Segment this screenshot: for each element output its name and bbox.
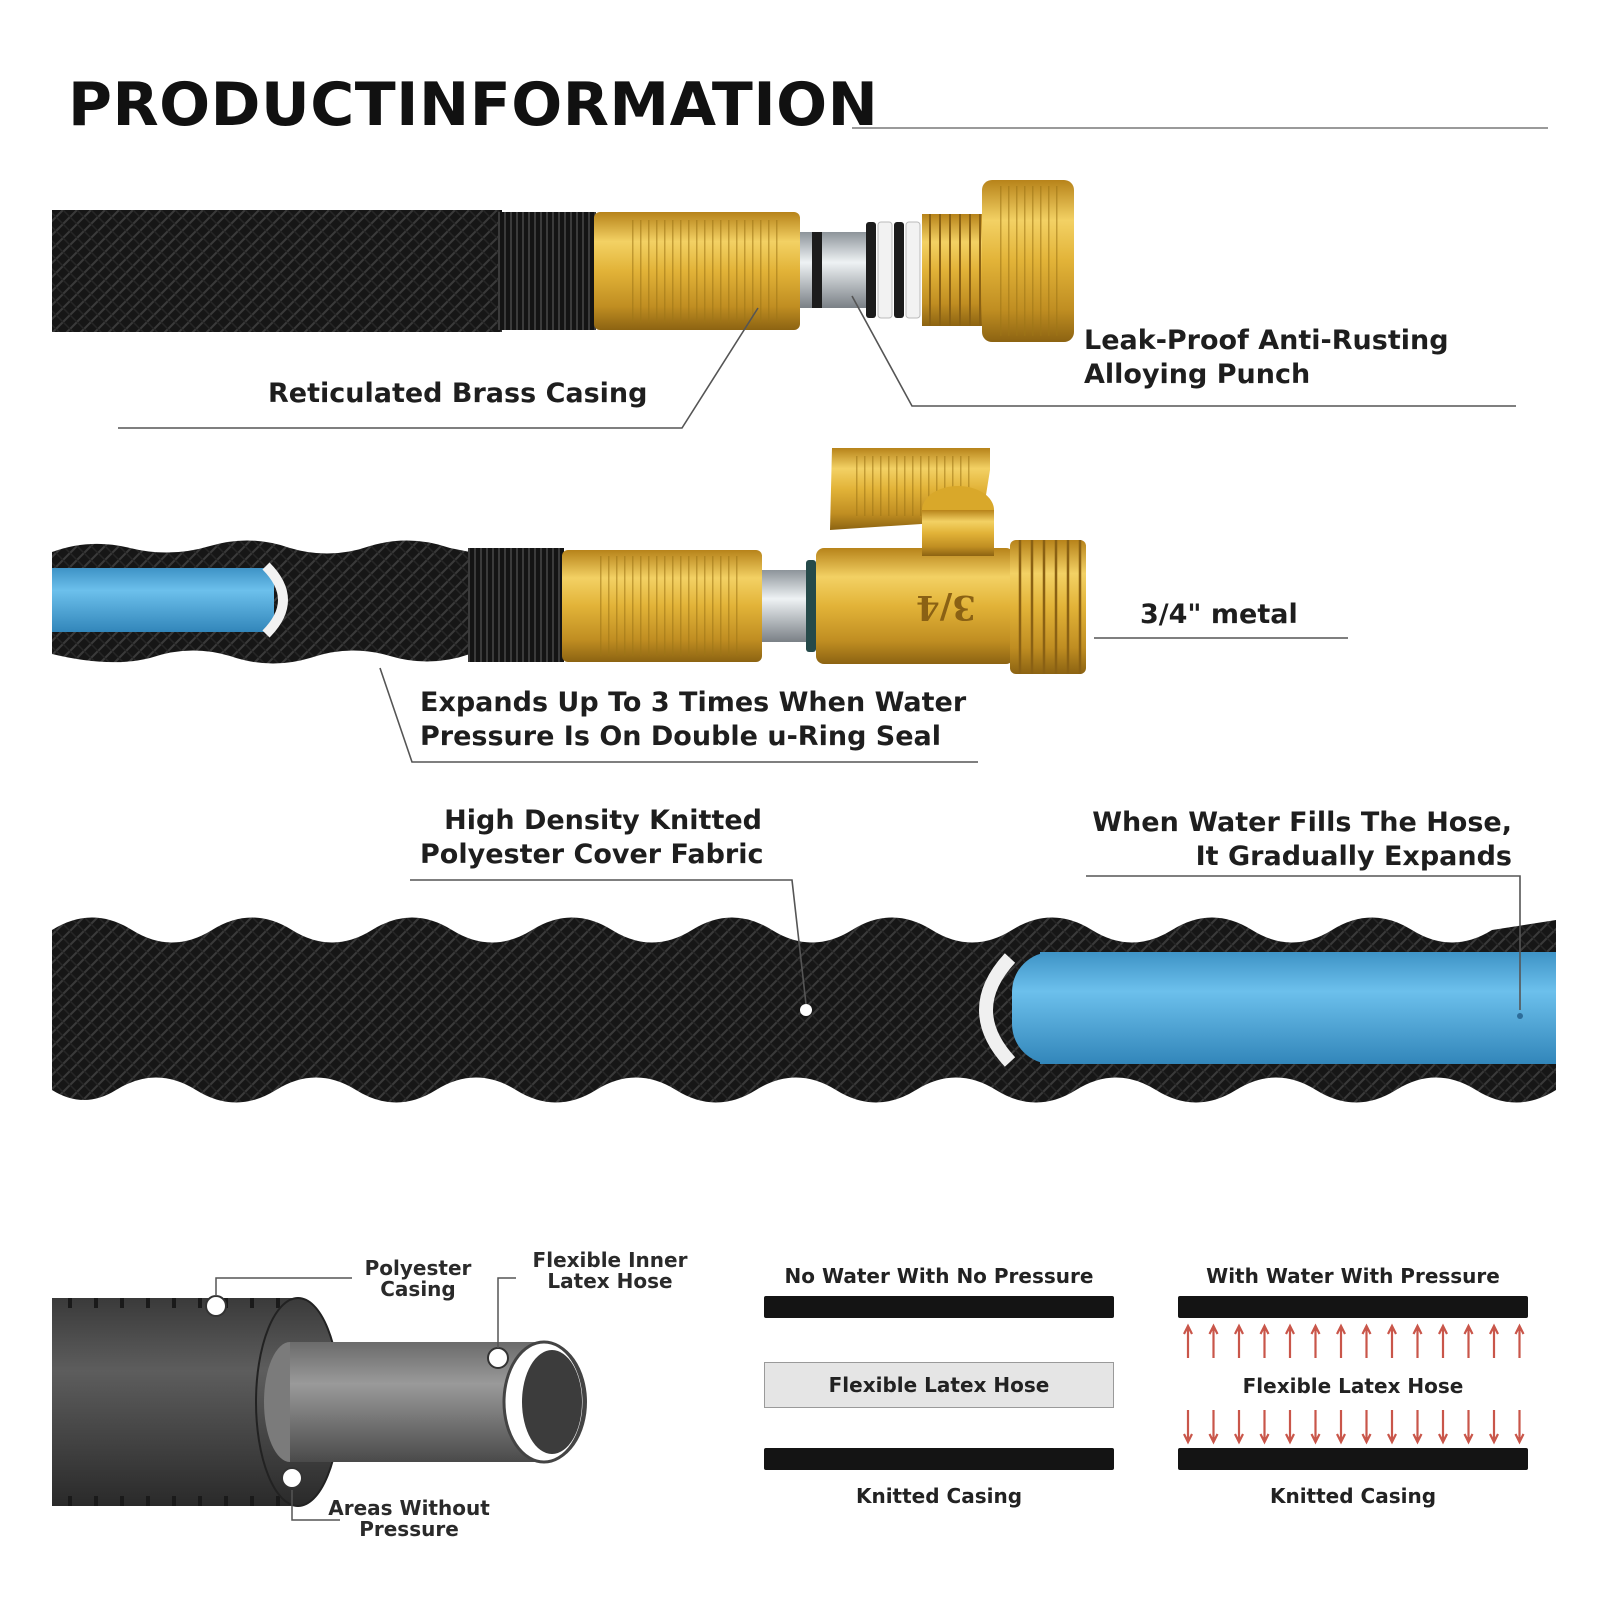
pressure-arrow-down [1310, 1410, 1321, 1445]
label-inner-line1: Flexible Inner [532, 1248, 688, 1272]
pressure-arrow-up [1336, 1323, 1346, 1358]
callout-metal: 3/4" metal [1140, 599, 1298, 630]
callout-water-line2: It Gradually Expands [1195, 841, 1512, 872]
pressure-arrow-down [1208, 1410, 1219, 1445]
no-water-latex-hose: Flexible Latex Hose [764, 1362, 1114, 1408]
pressure-arrow-up [1514, 1323, 1525, 1358]
callout-expands-line1: Expands Up To 3 Times When Water [420, 687, 967, 718]
cross-section-tube [52, 1295, 587, 1507]
pressure-arrows-up [1183, 1323, 1525, 1358]
pressure-arrow-down [1463, 1410, 1474, 1445]
no-water-heading: No Water With No Pressure [784, 1264, 1094, 1288]
label-polyester-casing: Polyester Casing [350, 1258, 486, 1300]
no-water-casing-bottom [764, 1448, 1114, 1470]
pressure-arrow-down [1514, 1410, 1525, 1445]
pressure-arrow-down [1285, 1410, 1295, 1445]
pressure-arrow-up [1489, 1323, 1499, 1358]
pressure-arrow-down [1489, 1410, 1499, 1445]
pressure-arrow-up [1412, 1323, 1423, 1358]
callout-leak-proof-line2: Alloying Punch [1084, 359, 1311, 390]
pressure-arrow-up [1387, 1323, 1397, 1358]
pressure-arrow-up [1208, 1323, 1219, 1358]
with-water-knitted-casing: Knitted Casing [1269, 1484, 1437, 1508]
pressure-arrow-up [1463, 1323, 1474, 1358]
pressure-arrow-up [1438, 1323, 1448, 1358]
pressure-arrow-up [1234, 1323, 1244, 1358]
callout-expands: Expands Up To 3 Times When Water Pressur… [420, 686, 966, 754]
with-water-latex-hose: Flexible Latex Hose [1242, 1374, 1464, 1398]
pressure-arrow-up [1310, 1323, 1321, 1358]
callout-fabric-line2: Polyester Cover Fabric [420, 839, 764, 870]
label-polyester-line1: Polyester [364, 1256, 472, 1280]
pressure-arrow-down [1361, 1410, 1372, 1445]
with-water-heading: With Water With Pressure [1206, 1264, 1500, 1288]
pressure-arrow-up [1361, 1323, 1372, 1358]
callout-fabric: High Density Knitted Polyester Cover Fab… [420, 804, 764, 872]
label-areas-line2: Pressure [359, 1517, 459, 1541]
hose-top [52, 180, 1074, 342]
with-water-casing-top [1178, 1296, 1528, 1318]
with-water-casing-bottom [1178, 1448, 1528, 1470]
pressure-arrow-down [1259, 1410, 1270, 1445]
pressure-arrow-up [1259, 1323, 1270, 1358]
pressure-arrow-down [1438, 1410, 1448, 1445]
pressure-arrow-down [1183, 1410, 1193, 1445]
callout-brass-casing: Reticulated Brass Casing [268, 378, 648, 409]
callout-expands-line2: Pressure Is On Double u-Ring Seal [420, 721, 942, 752]
label-inner-latex: Flexible Inner Latex Hose [526, 1250, 694, 1292]
callout-water-expands: When Water Fills The Hose, It Gradually … [1060, 806, 1512, 874]
page-title: PRODUCTINFORMATION [68, 70, 879, 140]
pressure-arrow-down [1387, 1410, 1397, 1445]
pressure-arrow-down [1412, 1410, 1423, 1445]
no-water-casing-top [764, 1296, 1114, 1318]
pressure-arrow-down [1336, 1410, 1346, 1445]
pressure-arrow-up [1183, 1323, 1193, 1358]
hose-large [52, 917, 1556, 1103]
hose-middle: 3/4 [52, 448, 1086, 674]
callout-leak-proof-line1: Leak-Proof Anti-Rusting [1084, 325, 1449, 356]
valve-marking: 3/4 [916, 587, 976, 627]
pressure-arrows-down [1183, 1410, 1525, 1445]
pressure-arrow-down [1234, 1410, 1244, 1445]
label-areas-line1: Areas Without [328, 1496, 490, 1520]
label-polyester-line2: Casing [380, 1277, 456, 1301]
pressure-arrow-up [1285, 1323, 1295, 1358]
no-water-knitted-casing: Knitted Casing [855, 1484, 1023, 1508]
callout-leak-proof: Leak-Proof Anti-Rusting Alloying Punch [1084, 324, 1449, 392]
callout-water-line1: When Water Fills The Hose, [1092, 807, 1512, 838]
label-inner-line2: Latex Hose [547, 1269, 673, 1293]
callout-fabric-line1: High Density Knitted [444, 805, 762, 836]
label-areas-without-pressure: Areas Without Pressure [326, 1498, 492, 1540]
